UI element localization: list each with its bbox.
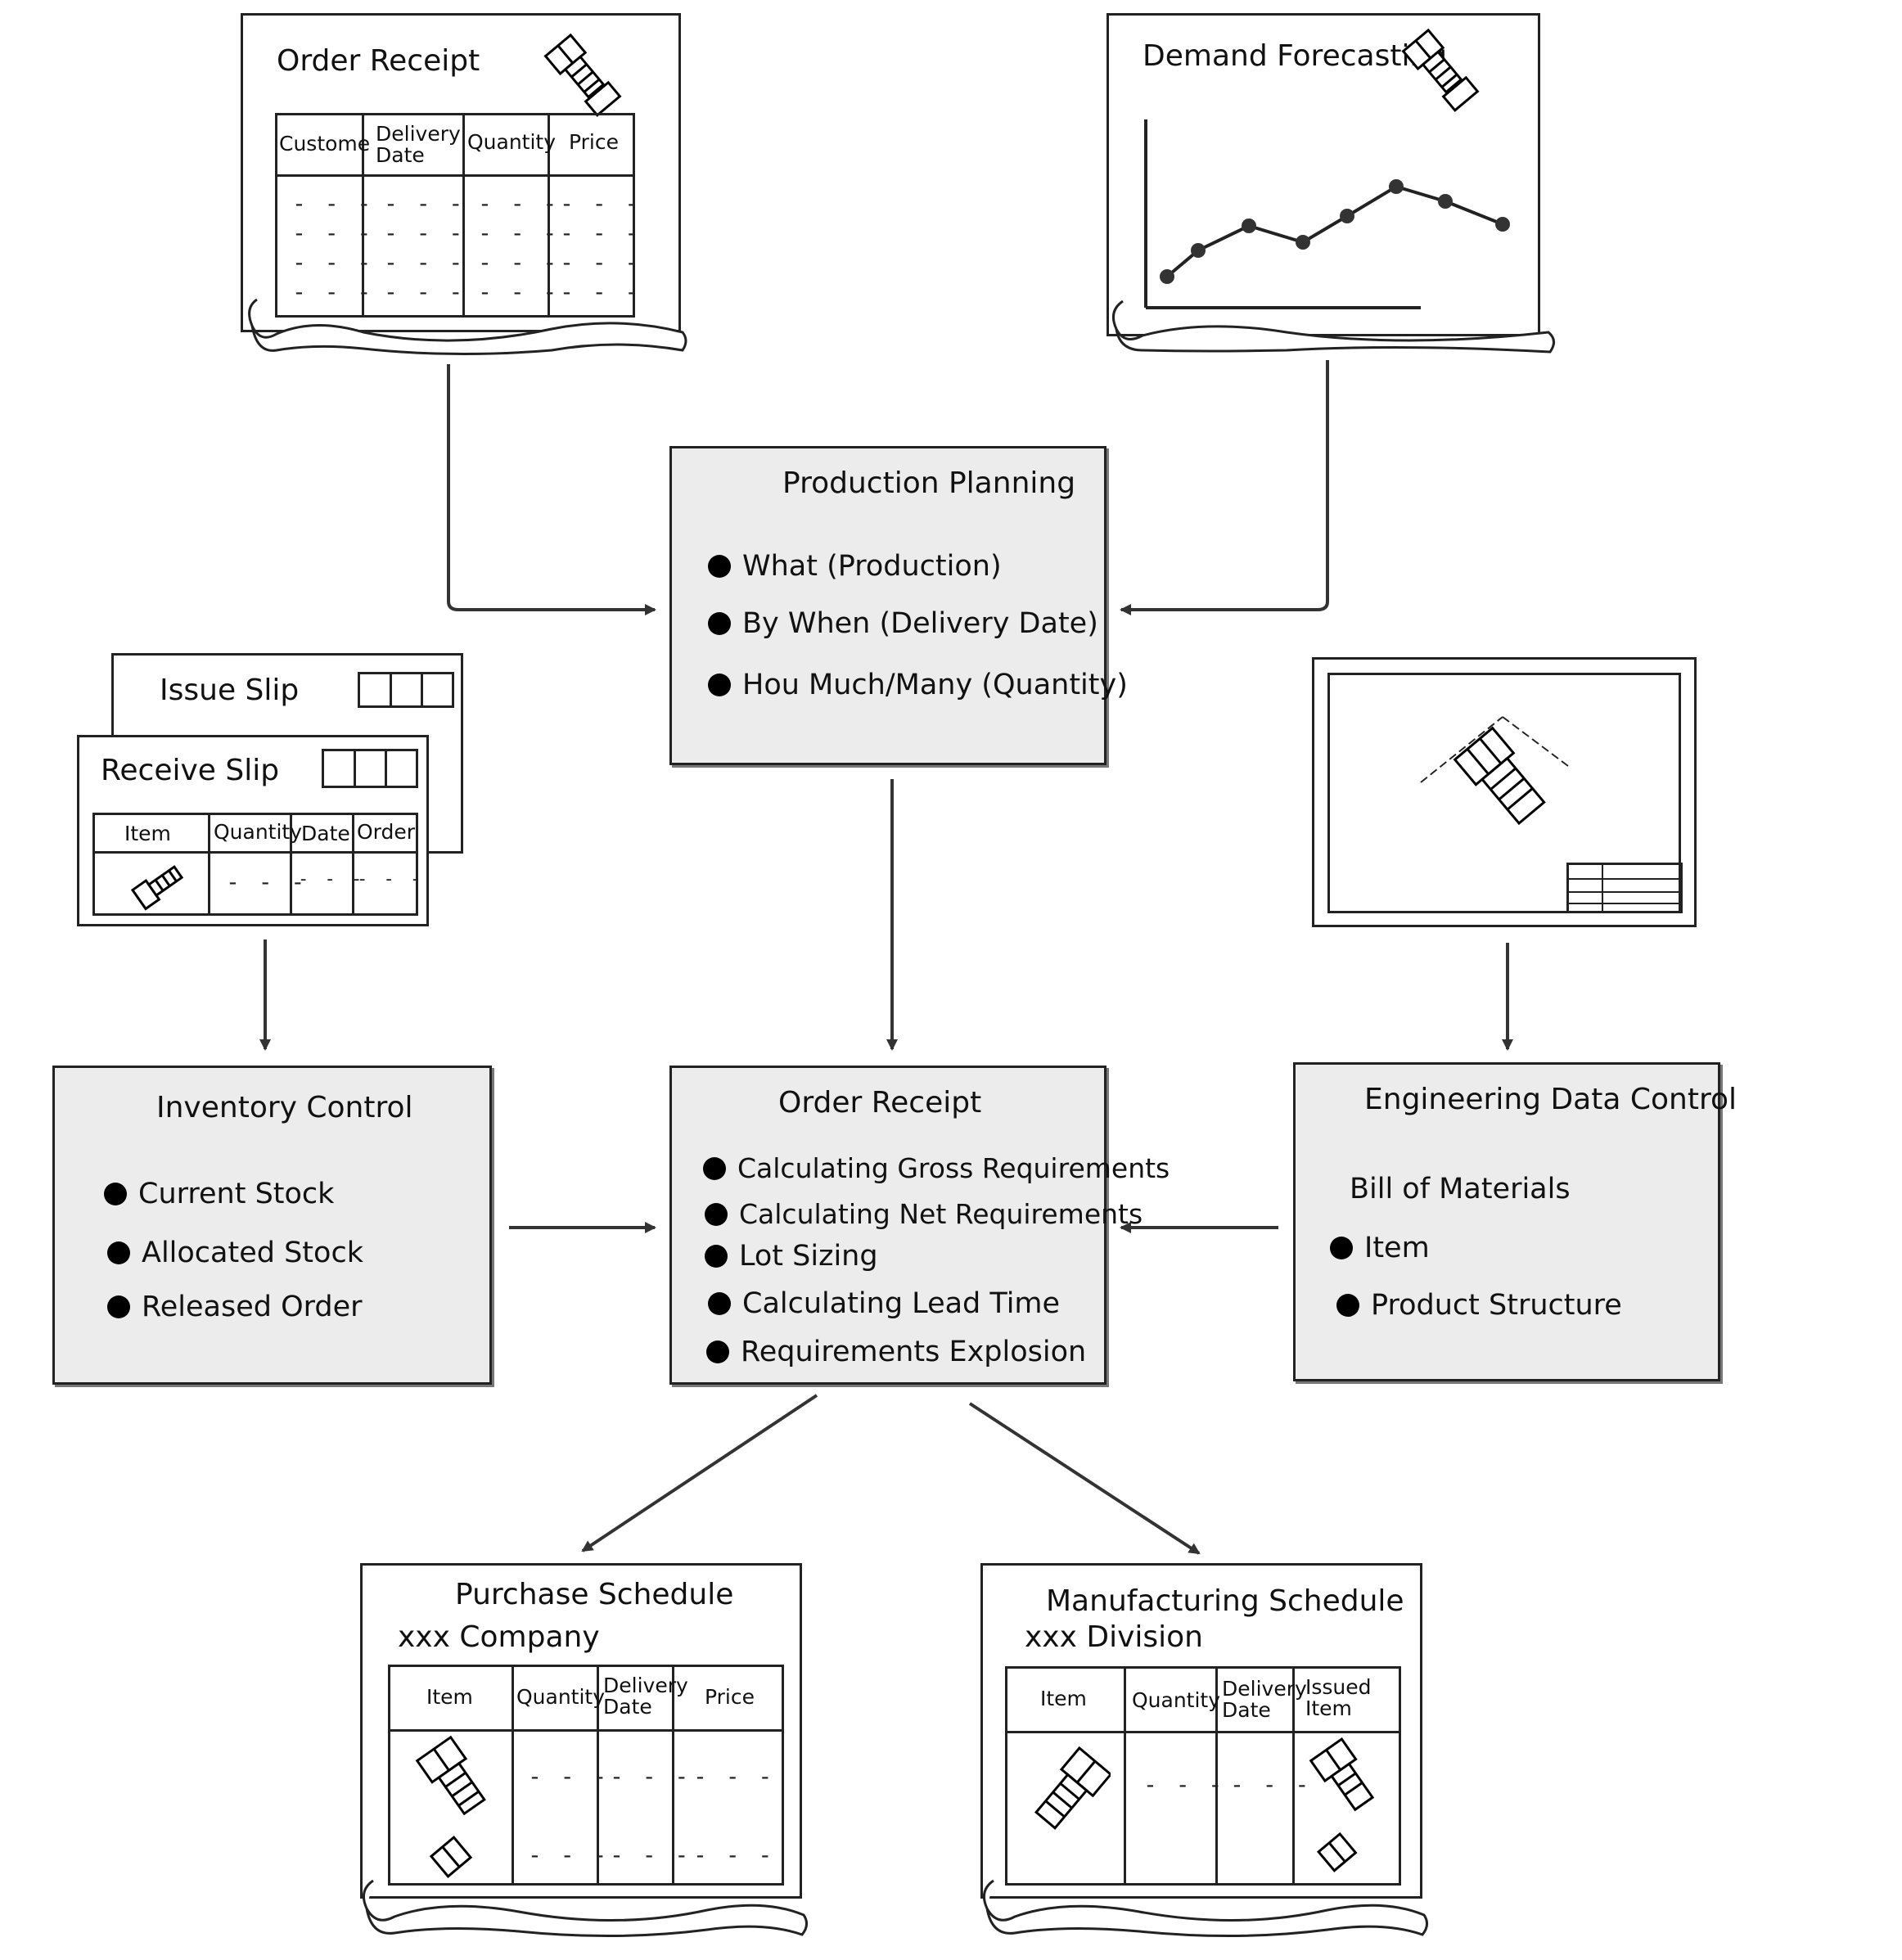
line-chart-icon [1144,119,1510,309]
list-item: Item [1330,1232,1430,1264]
bolt-icon [415,1735,486,1878]
demand-forecasting-document: Demand Forecasting [1106,13,1565,357]
arrow-order-receipt-to-planning [447,364,656,615]
bolt-icon [1309,1737,1375,1872]
order-receipt-process-box: Order Receipt Calculating Gross Requirem… [669,1066,1170,1385]
engineering-drawing-icon [1420,716,1569,826]
list-item: Product Structure [1336,1289,1622,1322]
col-header-order: Order [357,820,416,844]
manufacturing-schedule-document: Manufacturing Schedule xxx Division Item… [976,1563,1434,1940]
list-item: Requirements Explosion [706,1336,1086,1368]
issue-slip-title: Issue Slip [160,674,300,707]
list-item: Allocated Stock [107,1237,363,1269]
list-item: Lot Sizing [705,1240,878,1273]
col-header-price: Price [705,1685,755,1709]
order-receipt-doc-title: Order Receipt [277,44,480,78]
production-planning-title: Production Planning [782,466,1076,500]
purchase-schedule-subtitle: xxx Company [398,1620,600,1654]
inventory-control-box: Inventory Control Current Stock Allocate… [52,1066,492,1385]
engineering-data-control-box: Engineering Data Control Bill of Materia… [1293,1062,1737,1381]
arrow-forecast-to-planning [1120,360,1329,615]
production-planning-box: Production Planning What (Production) By… [669,446,1128,765]
col-header-item: Item [124,822,171,845]
list-item: By When (Delivery Date) [708,607,1098,640]
receive-slip-title: Receive Slip [101,754,280,787]
arrow-to-manufacturing-schedule [968,1402,1201,1555]
bolt-icon [1401,28,1480,112]
col-header-quantity: Quantity [1132,1688,1221,1712]
inventory-control-title: Inventory Control [156,1091,413,1124]
col-header-delivery-date: Delivery Date [376,122,461,168]
manufacturing-schedule-subtitle: xxx Division [1025,1620,1203,1654]
list-item: Calculating Net Requirements [705,1199,1143,1230]
engineering-drawing [1312,657,1697,927]
order-receipt-process-title: Order Receipt [778,1086,982,1120]
col-header-delivery-date: Delivery Date [603,1674,688,1719]
list-item: Current Stock [104,1178,334,1210]
bolt-icon [543,33,622,117]
list-item: What (Production) [708,550,1002,583]
list-item: Released Order [107,1291,363,1323]
order-receipt-document: Order Receipt Custome Delivery Date Quan… [241,13,691,357]
list-item: Calculating Gross Requirements [703,1153,1170,1184]
bolt-icon [1034,1746,1111,1830]
col-header-date: Date [301,822,350,845]
scroll-curl [248,298,687,356]
col-header-issued-item: Issued Item [1305,1675,1372,1721]
receive-slip: Receive Slip Item Quantity Date Order - … [77,735,429,926]
col-header-quantity: Quantity [516,1685,606,1709]
bill-of-materials-label: Bill of Materials [1350,1173,1571,1205]
engineering-data-control-title: Engineering Data Control [1364,1083,1737,1116]
col-header-customer: Custome [279,132,371,155]
purchase-schedule-document: Purchase Schedule xxx Company Item Quant… [355,1563,814,1940]
demand-forecasting-title: Demand Forecasting [1143,39,1448,73]
col-header-price: Price [569,130,619,154]
nut-icon [429,1836,473,1878]
col-header-quantity: Quantity [467,130,557,154]
col-header-item: Item [1040,1687,1087,1710]
title-block [1566,863,1683,913]
scroll-curl [982,1879,1428,1938]
scroll-curl [362,1879,808,1938]
list-item: Hou Much/Many (Quantity) [708,669,1128,701]
manufacturing-schedule-table: Item Quantity Delivery Date Issued Item … [1005,1666,1401,1886]
scroll-curl [1111,300,1555,354]
stamp-boxes [322,749,418,788]
receive-slip-table: Item Quantity Date Order - - - - - - - -… [92,813,421,916]
col-header-quantity: Quantity [214,820,303,844]
order-receipt-table: Custome Delivery Date Quantity Price - -… [275,113,638,318]
purchase-schedule-table: Item Quantity Delivery Date Price - - - … [388,1665,784,1886]
bolt-icon [130,865,184,911]
list-item: Calculating Lead Time [708,1287,1060,1320]
arrow-to-purchase-schedule [581,1394,818,1552]
nut-icon [1316,1832,1358,1872]
purchase-schedule-title: Purchase Schedule [455,1578,734,1611]
stamp-boxes [358,672,454,708]
manufacturing-schedule-title: Manufacturing Schedule [1046,1584,1404,1618]
col-header-delivery-date: Delivery Date [1222,1677,1307,1723]
col-header-item: Item [426,1685,473,1709]
